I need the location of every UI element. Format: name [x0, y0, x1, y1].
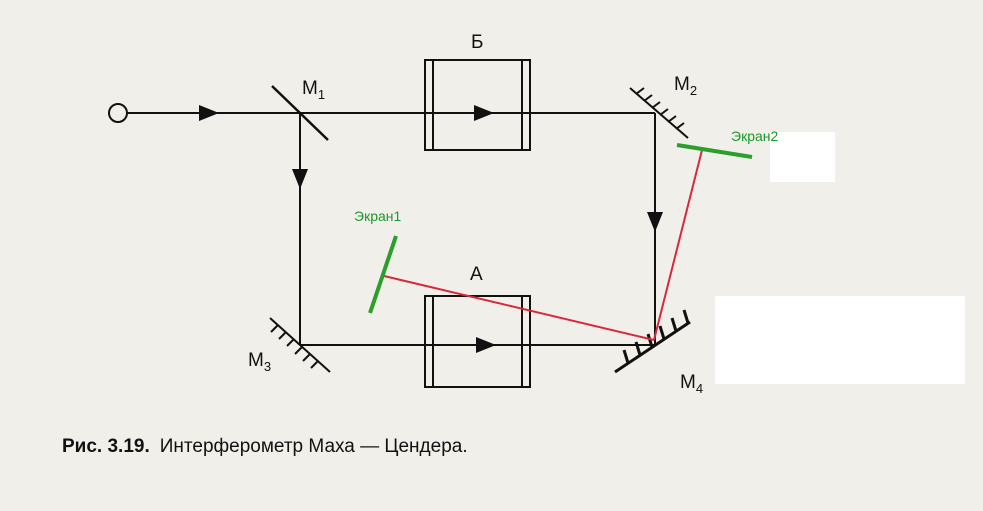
white-patch-top — [770, 132, 835, 182]
light-source — [108, 103, 128, 123]
label-screen2: Экран2 — [731, 128, 779, 144]
label-screen1: Экран1 — [354, 208, 402, 224]
screen-1 — [368, 235, 398, 314]
screen-2 — [676, 143, 753, 159]
figure-caption: Рис. 3.19.Интерферометр Маха — Цендера. — [62, 436, 468, 457]
mirror-m2 — [629, 87, 689, 139]
red-rays — [383, 149, 703, 341]
label-m3: M3 — [248, 350, 272, 374]
label-m1: M1 — [302, 78, 326, 102]
white-patch-right — [715, 296, 965, 384]
beams — [127, 105, 663, 353]
label-cell-b: Б — [471, 32, 484, 53]
label-m2: M2 — [674, 74, 698, 98]
mirror-m4 — [614, 309, 691, 374]
mirror-m1 — [271, 85, 329, 141]
cell-b — [424, 59, 531, 151]
label-cell-a: А — [470, 264, 483, 285]
cell-a — [424, 295, 531, 388]
mirror-m3 — [269, 317, 331, 373]
label-m4: M4 — [680, 372, 704, 396]
